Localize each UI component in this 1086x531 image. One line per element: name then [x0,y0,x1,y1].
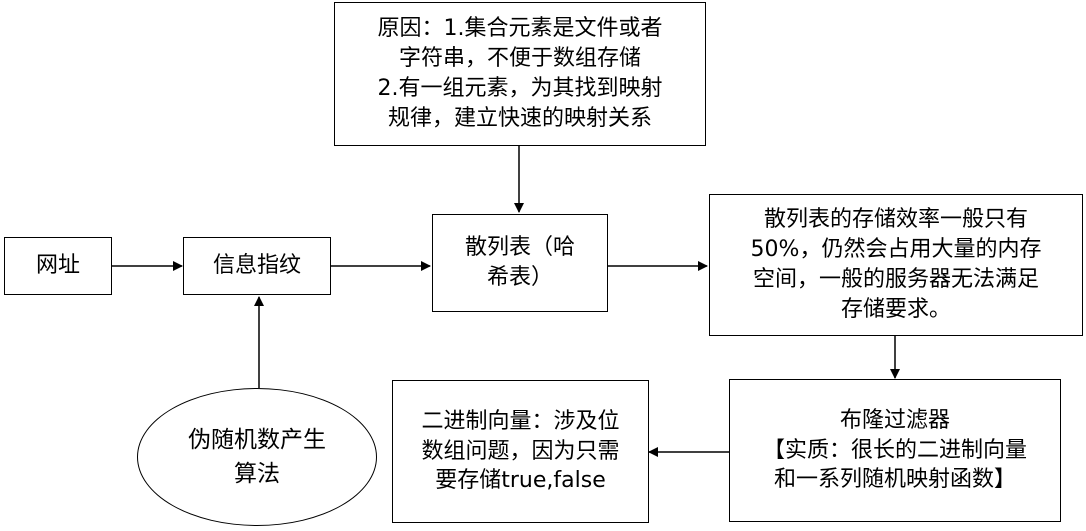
node-url-label: 网址 [35,253,80,279]
node-reason-line-3: 2.有一组元素，为其找到映射 [377,76,663,101]
node-prng-line-1: 伪随机数产生 [188,426,326,453]
node-reason-line-2: 字符串，不便于数组存储 [398,46,641,72]
node-fingerprint: 信息指纹 [183,237,331,295]
node-efficiency-line-1: 散列表的存储效率一般只有 [763,207,1028,233]
node-efficiency-line-4: 存储要求。 [840,296,951,322]
node-bloom-filter-line-2: 【实质：很长的二进制向量 [762,437,1027,463]
node-bit-vector-line-3: 要存储true,false [435,468,606,494]
node-fingerprint-label: 信息指纹 [212,253,301,279]
node-bit-vector-line-2: 数组问题，因为只需 [421,438,620,464]
node-bloom-filter-line-1: 布隆过滤器 [839,407,950,433]
node-bit-vector-line-1: 二进制向量：涉及位 [421,408,620,434]
node-reason-line-4: 规律，建立快速的映射关系 [387,105,652,131]
node-bloom-filter-line-3: 和一系列随机映射函数】 [773,467,1016,493]
node-hash-table-line-1: 散列表（哈 [464,235,575,261]
node-url: 网址 [4,237,112,295]
node-bit-vector: 二进制向量：涉及位 数组问题，因为只需 要存储true,false [392,380,649,523]
node-efficiency-line-3: 空间，一般的服务器无法满足 [752,267,1039,292]
node-hash-table-line-2: 希表） [486,265,553,290]
node-reason-line-1: 原因：1.集合元素是文件或者 [377,16,663,42]
node-efficiency: 散列表的存储效率一般只有 50%，仍然会占用大量的内存 空间，一般的服务器无法满… [709,194,1083,336]
node-reason: 原因：1.集合元素是文件或者 字符串，不便于数组存储 2.有一组元素，为其找到映… [334,2,706,146]
node-efficiency-line-2: 50%，仍然会占用大量的内存 [750,237,1042,263]
node-hash-table: 散列表（哈 希表） [432,214,608,312]
node-bloom-filter: 布隆过滤器 【实质：很长的二进制向量 和一系列随机映射函数】 [729,379,1061,522]
node-prng: 伪随机数产生 算法 [137,388,377,526]
node-prng-line-2: 算法 [234,461,280,487]
